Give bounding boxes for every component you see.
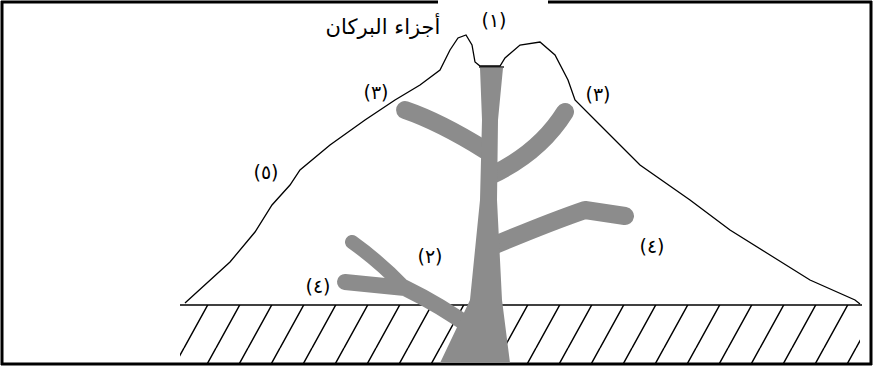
callout-number: (٤) — [305, 276, 330, 297]
callout-number: (١) — [481, 10, 506, 31]
callout-number: (٣) — [585, 84, 610, 105]
callout-number: (٢) — [417, 246, 442, 267]
ground-line — [180, 304, 862, 306]
crater-rim — [479, 66, 504, 67]
callout-number: (٥) — [253, 162, 278, 183]
callout-number: (٣) — [363, 82, 388, 103]
volcano-cone — [185, 35, 860, 304]
diagram-title: أجزاء البركان — [326, 16, 441, 39]
main-conduit — [440, 68, 510, 363]
ground-hatch — [180, 305, 860, 363]
callout-number: (٤) — [639, 236, 664, 257]
